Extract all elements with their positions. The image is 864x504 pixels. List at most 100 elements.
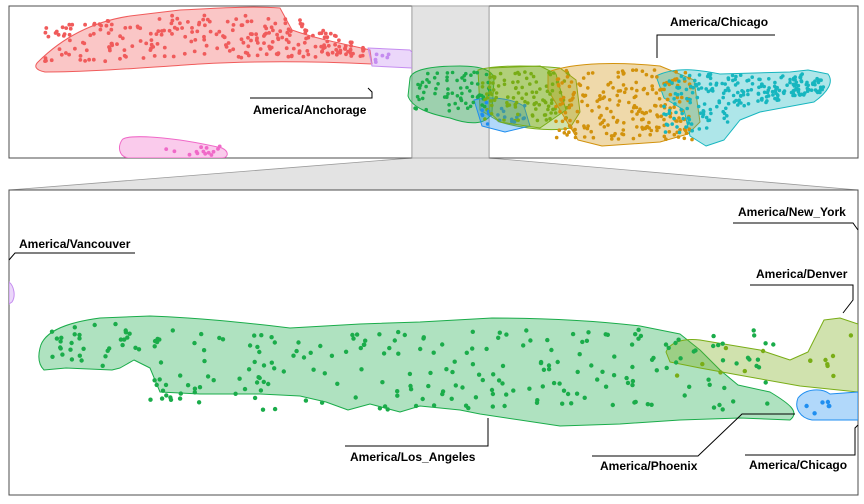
denver-point <box>483 117 487 121</box>
chicago-point <box>613 131 617 136</box>
denver-point <box>550 82 555 86</box>
denver-point <box>492 98 497 102</box>
anchorage-point <box>214 32 219 37</box>
los-angeles-point <box>363 338 368 343</box>
new-york-point <box>746 92 750 97</box>
los-angeles-point <box>500 363 506 369</box>
los-angeles-point <box>511 388 516 393</box>
new-york-point <box>805 86 810 91</box>
denver-point <box>491 81 495 85</box>
chicago-point <box>668 92 673 97</box>
los-angeles-point <box>476 372 482 377</box>
new-york-point <box>663 83 667 87</box>
los-angeles-point <box>551 380 557 386</box>
pink-cluster-point <box>199 145 204 150</box>
los-angeles-point <box>538 359 544 365</box>
los-angeles-point <box>343 349 349 354</box>
chicago-point <box>589 129 593 134</box>
los-angeles-point <box>350 332 355 338</box>
los-angeles-point <box>81 346 86 351</box>
los-angeles-point <box>252 395 258 401</box>
new-york-point <box>738 73 743 77</box>
new-york-point <box>704 115 709 120</box>
anchorage-point <box>328 31 333 36</box>
chicago-point <box>601 90 606 94</box>
chicago-point <box>634 68 639 72</box>
anchorage-point <box>44 26 49 30</box>
new-york-point <box>746 102 751 106</box>
los-angeles-point <box>122 337 127 342</box>
anchorage-point <box>283 17 288 22</box>
chicago-point <box>558 109 562 114</box>
chicago-point <box>672 132 677 137</box>
los-angeles-point <box>630 378 636 384</box>
los-angeles-point <box>354 332 360 337</box>
los-angeles-point <box>666 345 671 351</box>
los-angeles-point <box>484 346 489 352</box>
los-angeles-point <box>678 356 683 361</box>
los-angeles-point <box>158 360 164 365</box>
chicago-point <box>586 71 591 76</box>
los-angeles-point <box>380 380 385 385</box>
los-angeles-point <box>496 378 502 383</box>
anchorage-point <box>254 32 258 37</box>
anchorage-point <box>245 19 250 24</box>
los-angeles-point <box>77 353 83 358</box>
chicago-point <box>617 99 622 103</box>
los-angeles-point <box>361 342 367 347</box>
chicago-point <box>602 125 607 129</box>
phoenix-point <box>496 113 500 117</box>
anchorage-point <box>313 44 318 49</box>
los-angeles-point <box>630 382 635 388</box>
denver-point <box>485 92 489 96</box>
los-angeles-point <box>77 336 82 341</box>
anchorage-point <box>68 26 73 31</box>
los-angeles-point <box>69 357 75 362</box>
chicago-point <box>611 115 616 120</box>
chicago-point <box>598 94 602 98</box>
new-york-point <box>770 89 775 94</box>
los-angeles-point <box>424 84 428 89</box>
new-york-point <box>792 84 797 88</box>
denver-point <box>723 345 729 351</box>
new-york-point <box>722 116 726 121</box>
los-angeles-point <box>402 332 407 338</box>
los-angeles-point <box>433 91 437 96</box>
new-york-point <box>685 106 689 111</box>
chicago-point <box>631 68 635 72</box>
new-york-point <box>816 79 821 84</box>
denver-point <box>823 357 828 363</box>
chicago-point <box>597 105 601 109</box>
los-angeles-point <box>205 374 211 379</box>
new-york-point <box>686 121 691 125</box>
anchorage-point <box>297 49 302 53</box>
chicago-point <box>631 117 635 121</box>
new-york-point <box>799 73 803 78</box>
anchorage-point <box>267 31 271 35</box>
los-angeles-point <box>168 395 173 400</box>
denver-point <box>548 92 552 96</box>
los-angeles-point <box>152 344 157 349</box>
new-york-point <box>746 88 750 93</box>
los-angeles-point <box>584 338 590 343</box>
chicago-point <box>621 128 626 132</box>
los-angeles-point <box>456 106 461 111</box>
anchorage-point <box>336 50 340 55</box>
los-angeles-point <box>261 379 266 385</box>
los-angeles-point <box>377 332 382 337</box>
new-york-point <box>704 126 709 130</box>
anchorage-point <box>202 34 206 39</box>
anchorage-point <box>227 49 232 53</box>
chicago-point <box>639 117 644 122</box>
new-york-point <box>725 114 729 118</box>
denver-point <box>548 117 552 121</box>
anchorage-point <box>325 39 330 44</box>
new-york-point <box>766 94 771 98</box>
anchorage-point <box>311 33 315 38</box>
los-angeles-point <box>420 80 425 85</box>
los-angeles-point <box>246 367 252 372</box>
chicago-point <box>682 136 687 141</box>
chicago-point <box>650 84 654 88</box>
los-angeles-point <box>120 342 125 348</box>
chicago-point <box>573 127 577 132</box>
